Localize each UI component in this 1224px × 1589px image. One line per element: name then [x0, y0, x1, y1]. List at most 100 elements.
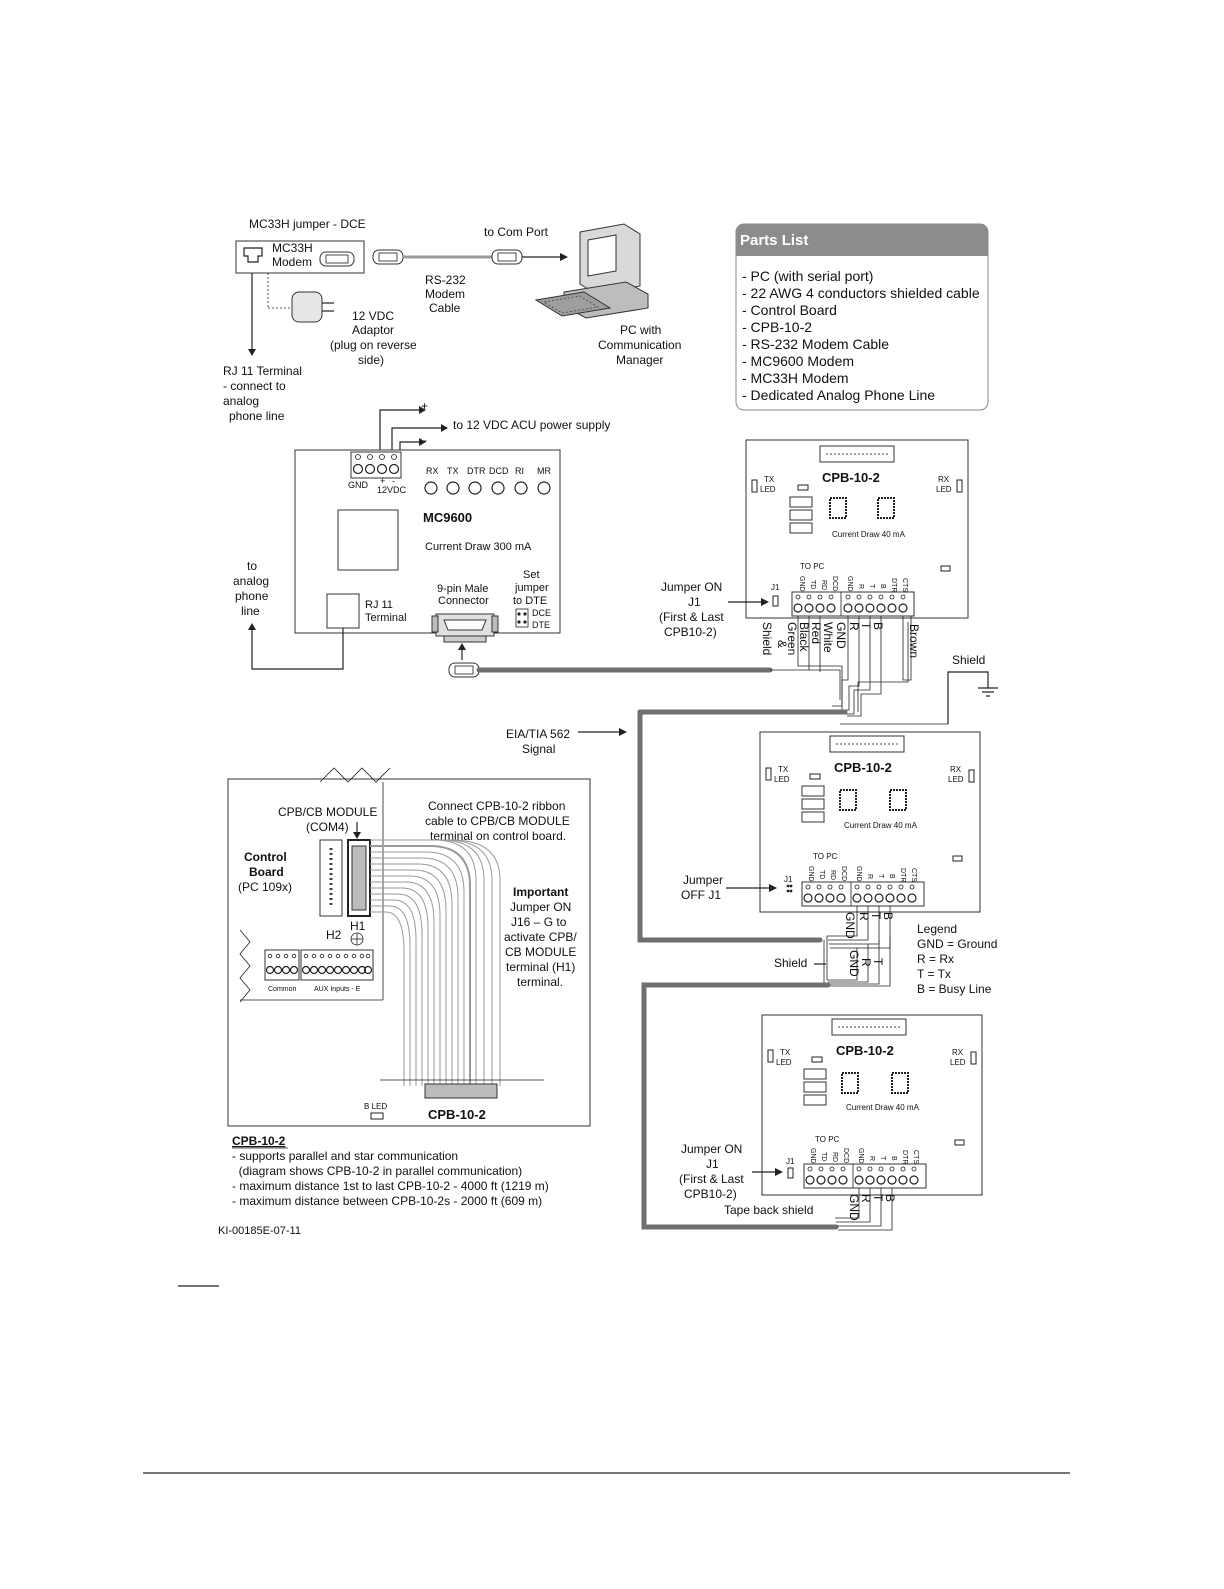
- b-led-icon: [370, 1112, 384, 1120]
- svg-text:R: R: [866, 874, 873, 879]
- common-terminal: [264, 949, 300, 981]
- wire-label-gnd: GND: [834, 622, 848, 649]
- connector-label-2: Connector: [438, 595, 489, 607]
- terminal-screws: [805, 1166, 919, 1185]
- wire-label-t-3: T: [871, 958, 885, 966]
- j1-jumper-off-icon: [786, 884, 793, 893]
- svg-text:TD: TD: [818, 870, 825, 879]
- legend-item: GND = Ground: [917, 937, 997, 951]
- wire-label-black: Black: [797, 622, 811, 652]
- svg-text:GND: GND: [809, 1148, 816, 1164]
- cpb-current-draw: Current Draw 40 mA: [844, 821, 918, 830]
- cable-connector-pins-icon: [454, 665, 474, 675]
- svg-text:GND: GND: [807, 866, 814, 882]
- legend-title: Legend: [917, 922, 957, 936]
- svg-text:DCD: DCD: [831, 576, 838, 591]
- parts-item: - RS-232 Modem Cable: [742, 336, 889, 352]
- j1-label: J1: [786, 1157, 795, 1166]
- parts-item: - CPB-10-2: [742, 319, 812, 335]
- cpb-terminal-block: [803, 1163, 927, 1189]
- notes-line: - supports parallel and star communicati…: [232, 1149, 458, 1163]
- arrow-up-icon: [248, 623, 256, 630]
- adaptor-label-2: Adaptor: [352, 323, 394, 337]
- connect-note-1: Connect CPB-10-2 ribbon: [428, 799, 565, 813]
- wire-label-gnd-3: GND: [847, 950, 861, 977]
- j1-label: J1: [771, 583, 780, 592]
- small-component-icon: [954, 1139, 965, 1146]
- parts-item: - MC9600 Modem: [742, 353, 854, 369]
- notes-line: - maximum distance between CPB-10-2s - 2…: [232, 1194, 542, 1208]
- term-minus-label: -: [392, 476, 395, 486]
- aux-terminal-screws: [301, 953, 373, 975]
- rx-led-label: RX: [950, 765, 962, 774]
- wires-segment-3: GND R T B Tape back shield: [724, 1188, 897, 1231]
- jumper-on-label-2: J1: [688, 595, 701, 609]
- board-label-2: Board: [249, 865, 284, 879]
- wire-color-labels: Shield & Green Black Red White GND R T B…: [760, 622, 921, 658]
- terminal-screws: [352, 454, 400, 475]
- ic-chips-icon: [801, 785, 907, 823]
- wire-label-gnd-2: GND: [843, 912, 857, 939]
- pin-labels: GND TD RD DCD GND R T B DTR CTS: [807, 866, 917, 882]
- connect-note-3: terminal on control board.: [430, 829, 566, 843]
- connector-label-1: 9-pin Male: [437, 583, 488, 595]
- to-pc-label: TO PC: [813, 852, 838, 861]
- led-label-ri: RI: [515, 466, 524, 476]
- led-label-tx: TX: [447, 466, 459, 476]
- power-wire-minus: [399, 441, 420, 452]
- svg-text:T: T: [877, 874, 884, 879]
- cut-edge-top-icon: [319, 767, 391, 783]
- eia-label-2: Signal: [522, 742, 555, 756]
- mc9600-name: MC9600: [423, 510, 472, 525]
- rj11-terminal-label-1: RJ 11: [365, 599, 393, 611]
- led-label-dtr: DTR: [467, 466, 486, 476]
- aux-terminal: [300, 949, 374, 981]
- adaptor-label-3: (plug on reverse: [330, 338, 417, 352]
- jumper-on-label-3: (First & Last: [659, 610, 724, 624]
- pc-label-2: Communication: [598, 338, 681, 352]
- small-component-icon: [952, 855, 963, 862]
- wire-label-t-2: T: [869, 912, 883, 920]
- arrow-down-icon: [353, 832, 361, 839]
- svg-text:B: B: [890, 1156, 897, 1161]
- rj11-jack: [326, 593, 360, 629]
- rj11-label-3: analog: [223, 394, 259, 408]
- svg-text:CTS: CTS: [910, 868, 917, 882]
- h1-label: H1: [350, 919, 366, 933]
- small-component-icon: [809, 773, 821, 780]
- wire-label-t-4: T: [871, 1194, 885, 1202]
- rs232-label-2: Modem: [425, 287, 465, 301]
- rx-led-label-2: LED: [950, 1058, 966, 1067]
- cable-connector-right-pins-icon: [497, 252, 517, 262]
- jumper-off-label-1: Jumper: [683, 873, 723, 887]
- parts-list: Parts List - PC (with serial port) - 22 …: [735, 223, 989, 411]
- jumper-off-label-2: OFF J1: [681, 888, 721, 902]
- svg-text:T: T: [879, 1156, 886, 1161]
- rj11-label-4: phone line: [229, 409, 285, 423]
- wire-label-r: R: [847, 622, 861, 631]
- svg-text:RD: RD: [831, 1152, 838, 1162]
- tx-led-label-2: LED: [776, 1058, 792, 1067]
- arrow-right-icon: [419, 438, 426, 446]
- dce-label: DCE: [532, 608, 551, 618]
- small-component-icon: [811, 1056, 823, 1063]
- eia-cable-down: [637, 709, 823, 943]
- shield-label-2: Shield: [774, 956, 807, 970]
- parts-list-title: Parts List: [740, 232, 808, 249]
- eia-cable-down-2: [641, 982, 839, 1230]
- gnd-label: GND: [348, 480, 369, 490]
- cable-connector-right-icon: [491, 249, 523, 265]
- power-wire-mid: [391, 427, 442, 452]
- rs232-label-3: Cable: [429, 301, 461, 315]
- svg-text:GND: GND: [798, 576, 805, 592]
- svg-text:CTS: CTS: [901, 578, 908, 592]
- arrow-up-icon: [458, 643, 466, 650]
- svg-text:TD: TD: [820, 1152, 827, 1161]
- ribbon-header-icon: [819, 445, 895, 463]
- wire-label-green: Green: [785, 622, 799, 655]
- to-com-port-label: to Com Port: [484, 225, 549, 239]
- module-label-1: CPB/CB MODULE: [278, 805, 377, 819]
- shield-wire: [947, 671, 989, 724]
- common-label: Common: [268, 986, 297, 993]
